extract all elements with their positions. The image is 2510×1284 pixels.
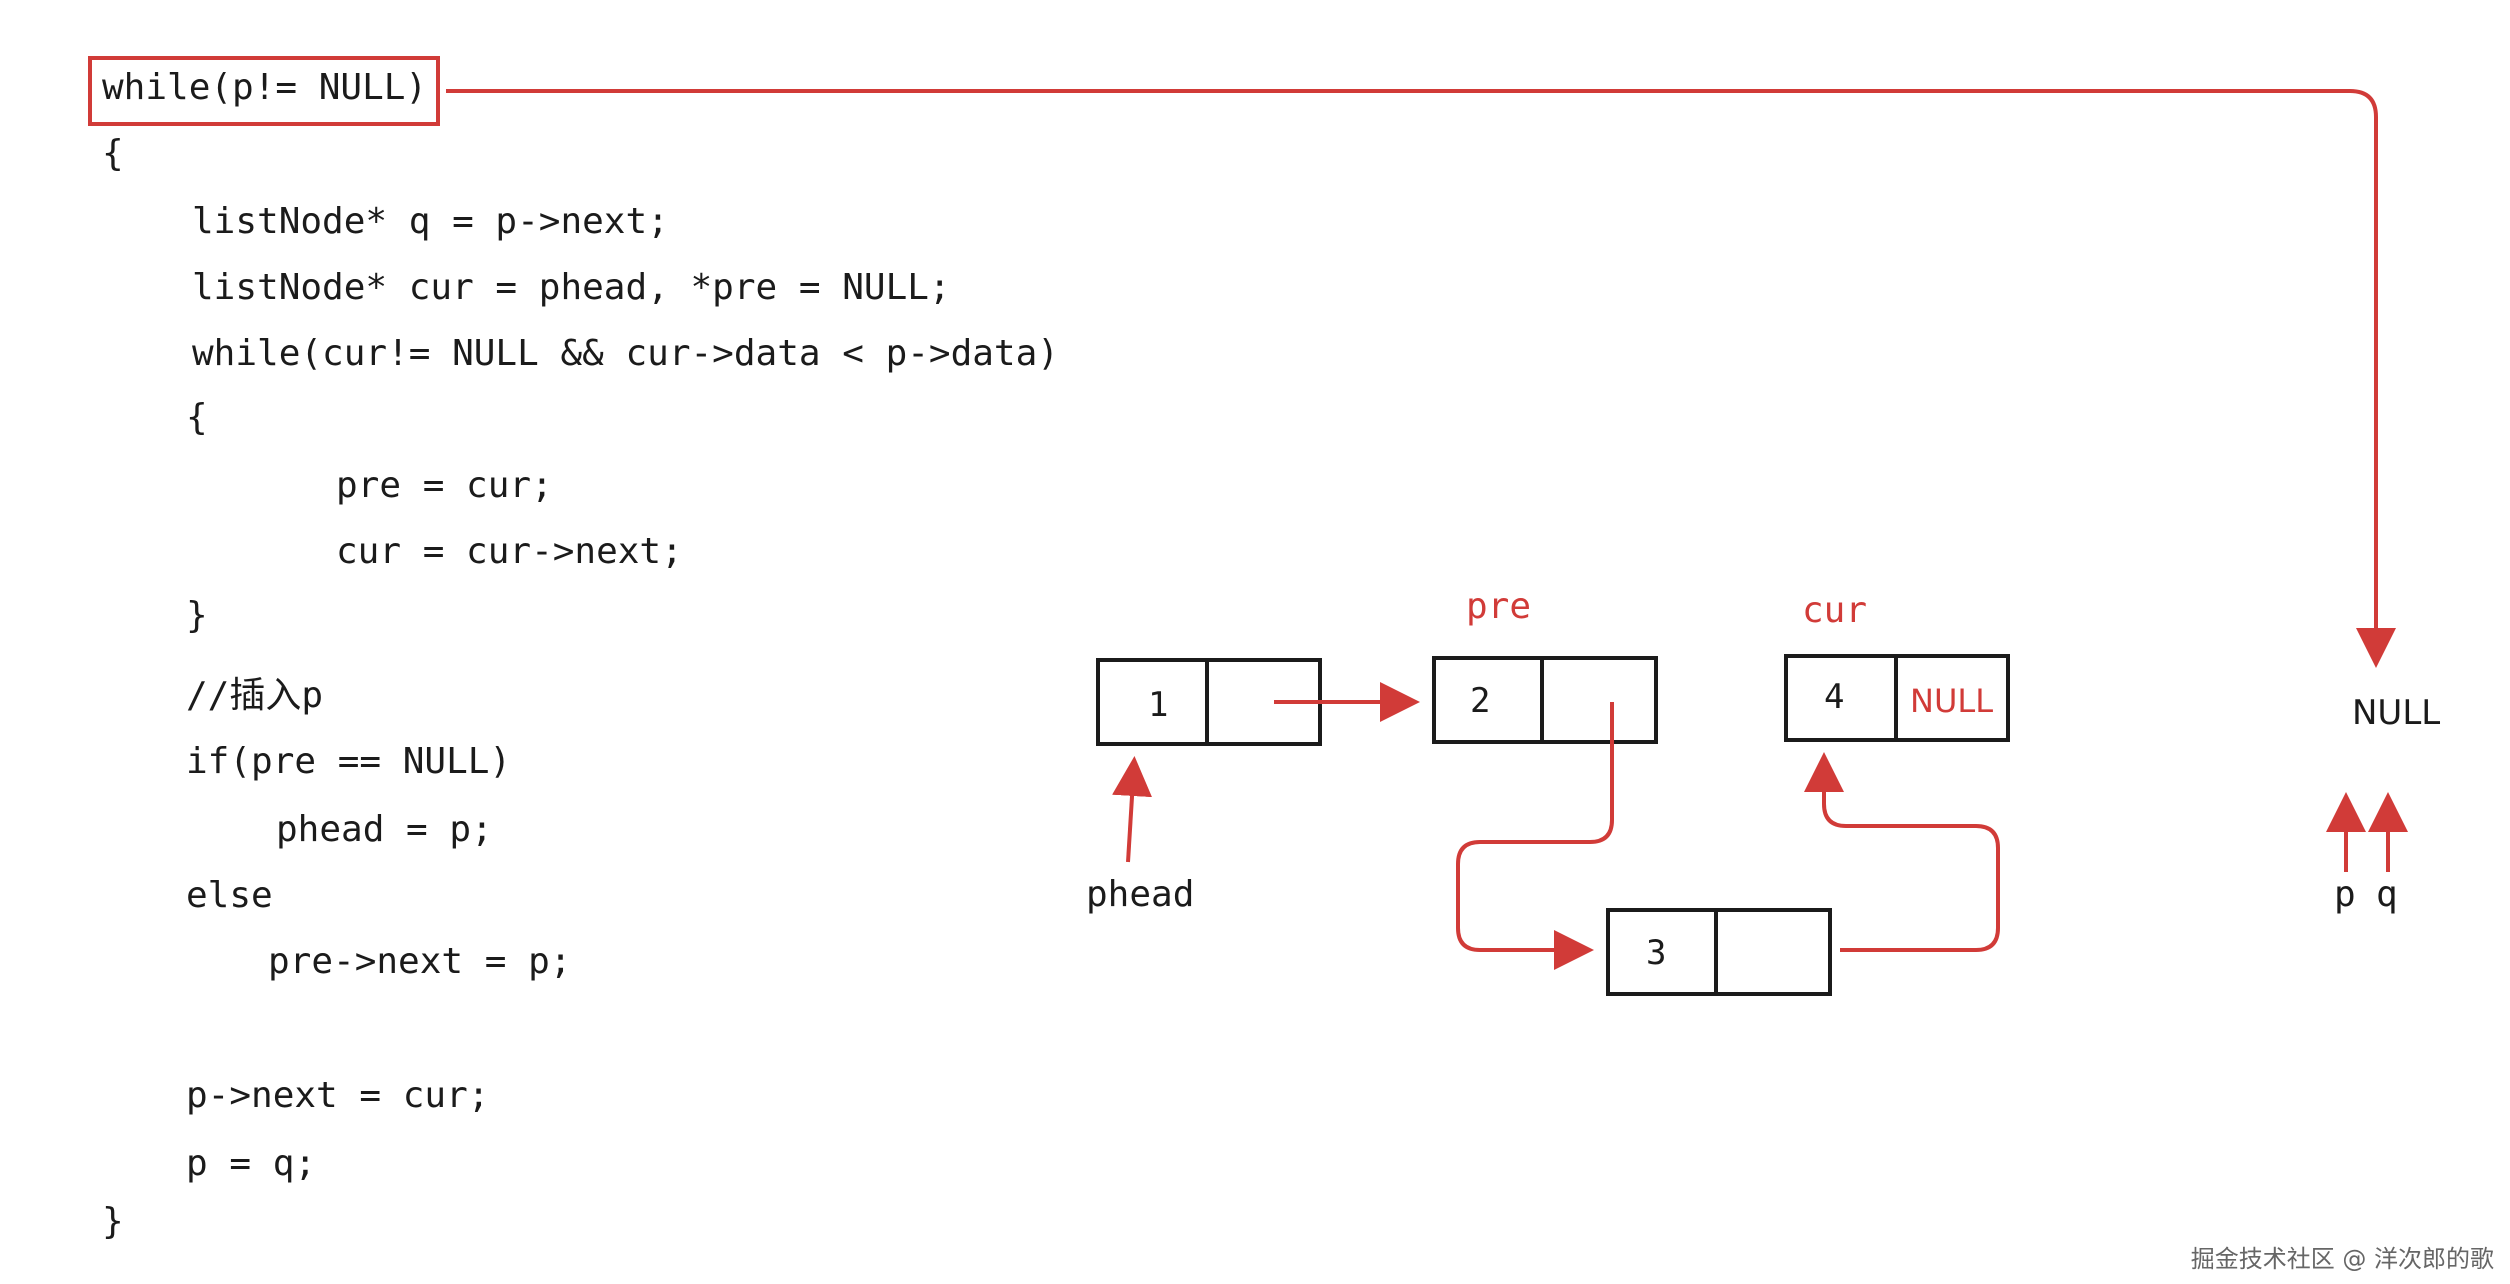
code-line-4: listNode* cur = phead, *pre = NULL;: [192, 267, 951, 308]
pre-label: pre: [1466, 586, 1531, 627]
arrow-while-to-null: [446, 89, 2396, 668]
node-3-value: 3: [1646, 933, 1666, 973]
code-line-5: while(cur!= NULL && cur->data < p->data): [192, 333, 1059, 374]
node-2-box: [1432, 656, 1658, 744]
code-line-1: while(p!= NULL): [102, 67, 428, 108]
code-line-16: p = q;: [186, 1143, 317, 1184]
node-4-value: 4: [1824, 677, 1844, 717]
arrow-node2-to-node3: [1456, 702, 1614, 970]
node-4: 4 NULL: [1784, 654, 2010, 742]
node-2: 2: [1432, 656, 1658, 744]
code-line-9: }: [186, 595, 208, 636]
q-label: q: [2376, 874, 2398, 915]
code-line-2: {: [102, 133, 124, 174]
code-line-3: listNode* q = p->next;: [192, 201, 669, 242]
code-line-14: pre->next = p;: [268, 941, 572, 982]
code-line-8: cur = cur->next;: [336, 531, 683, 572]
code-line-10: //插入p: [186, 675, 324, 716]
code-line-15: p->next = cur;: [186, 1075, 490, 1116]
watermark: 掘金技术社区 @ 洋次郎的歌: [2190, 1245, 2494, 1273]
null-target-label: NULL: [2352, 693, 2440, 733]
while-condition-highlight: [88, 56, 440, 126]
node-3: 3: [1606, 908, 1832, 996]
node-4-next-null: NULL: [1910, 682, 1993, 720]
phead-label: phead: [1086, 874, 1194, 915]
node-3-box: [1606, 908, 1832, 996]
node-1-value: 1: [1148, 685, 1168, 725]
code-line-12: phead = p;: [276, 809, 493, 850]
node-2-value: 2: [1470, 681, 1490, 721]
code-line-7: pre = cur;: [336, 465, 553, 506]
code-line-11: if(pre == NULL): [186, 741, 512, 782]
cur-label: cur: [1802, 590, 1867, 631]
code-line-6: {: [186, 397, 208, 438]
code-line-13: else: [186, 875, 273, 916]
code-line-17: }: [102, 1201, 124, 1242]
arrow-node3-to-node4: [1804, 752, 2000, 952]
arrow-phead: [1112, 756, 1153, 863]
p-label: p: [2334, 874, 2356, 915]
